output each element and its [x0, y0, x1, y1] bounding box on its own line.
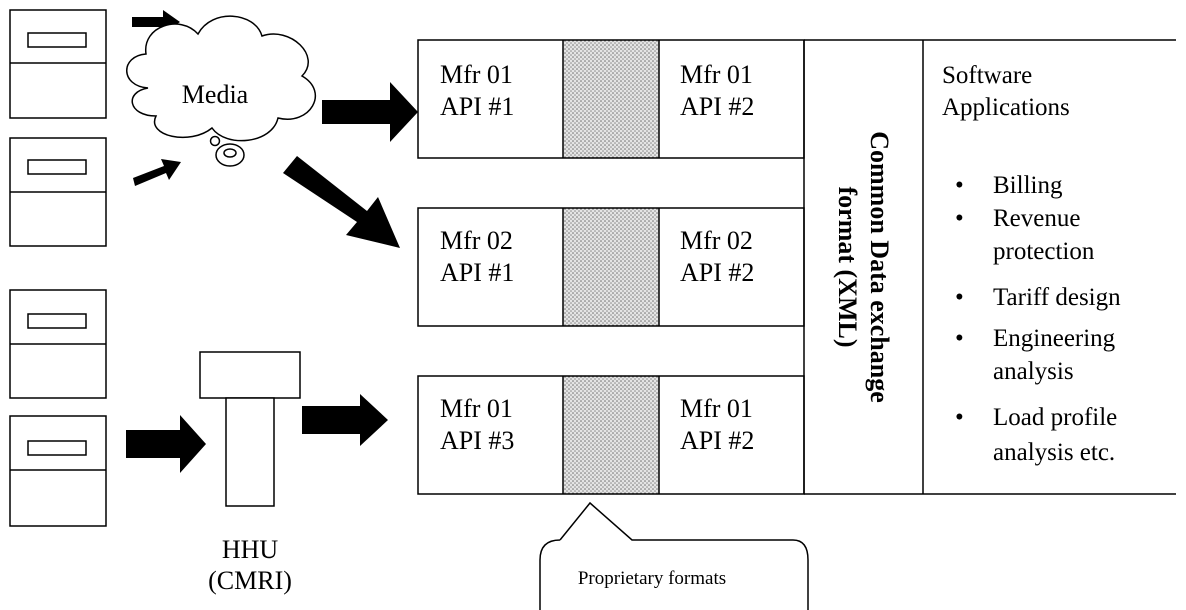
- item-billing: Billing: [993, 172, 1063, 199]
- module-2-left-mfr: Mfr 02: [440, 226, 513, 255]
- module-3-left-mfr: Mfr 01: [440, 394, 513, 423]
- module-row-3: Mfr 01 API #3 Mfr 01 API #2: [417, 375, 805, 495]
- common-format-column: Common Data exchange format (XML): [803, 39, 1176, 495]
- bullet-tariff: •: [955, 284, 964, 311]
- item-engineering: Engineering: [993, 325, 1116, 352]
- meter-2: [9, 137, 107, 247]
- hhu-label: HHU: [222, 535, 279, 564]
- module-row-2: Mfr 02 API #1 Mfr 02 API #2: [417, 207, 805, 327]
- module-1-left-api: API #1: [440, 92, 514, 121]
- bullet-revenue: •: [955, 205, 964, 232]
- module-2-left-api: API #1: [440, 258, 514, 287]
- module-1-right-mfr: Mfr 01: [680, 60, 753, 89]
- meter-3: [9, 289, 107, 399]
- arrow-media-to-mfr01: [322, 82, 418, 142]
- common-format-title: Common Data exchange: [865, 131, 894, 403]
- media-cloud: [126, 15, 316, 167]
- item-load-profile-2: analysis etc.: [993, 439, 1115, 466]
- module-1-right-api: API #2: [680, 92, 754, 121]
- module-row-1: Mfr 01 API #1 Mfr 01 API #2: [417, 39, 805, 159]
- common-format-subtitle: format (XML): [833, 187, 862, 348]
- arrow-media-to-mfr02: [283, 156, 400, 248]
- software-title-2: Applications: [942, 94, 1070, 121]
- meter-4: [9, 415, 107, 527]
- proprietary-callout: [539, 501, 809, 610]
- module-1-left-mfr: Mfr 01: [440, 60, 513, 89]
- bullet-load-profile: •: [955, 404, 964, 431]
- item-revenue-2: protection: [993, 238, 1095, 265]
- module-2-right-mfr: Mfr 02: [680, 226, 753, 255]
- module-3-left-api: API #3: [440, 426, 514, 455]
- item-engineering-2: analysis: [993, 358, 1074, 385]
- item-tariff: Tariff design: [993, 284, 1121, 311]
- module-3-right-mfr: Mfr 01: [680, 394, 753, 423]
- arrow-hhu-to-mfr01-api3: [302, 394, 388, 446]
- bullet-billing: •: [955, 172, 964, 199]
- software-title: Software: [942, 62, 1032, 89]
- hhu-device: [199, 351, 301, 507]
- meter-1: [9, 9, 107, 119]
- software-applications-panel: Software Applications • Billing • Revenu…: [942, 62, 1121, 466]
- media-label: Media: [182, 80, 249, 109]
- module-2-right-api: API #2: [680, 258, 754, 287]
- arrow-meter2-to-media: [133, 159, 181, 186]
- proprietary-callout-label: Proprietary formats: [578, 568, 726, 589]
- hhu-sublabel: (CMRI): [208, 566, 292, 595]
- bullet-engineering: •: [955, 325, 964, 352]
- item-revenue: Revenue: [993, 205, 1080, 232]
- item-load-profile: Load profile: [993, 404, 1117, 431]
- arrow-meter-to-hhu: [126, 415, 206, 473]
- module-3-right-api: API #2: [680, 426, 754, 455]
